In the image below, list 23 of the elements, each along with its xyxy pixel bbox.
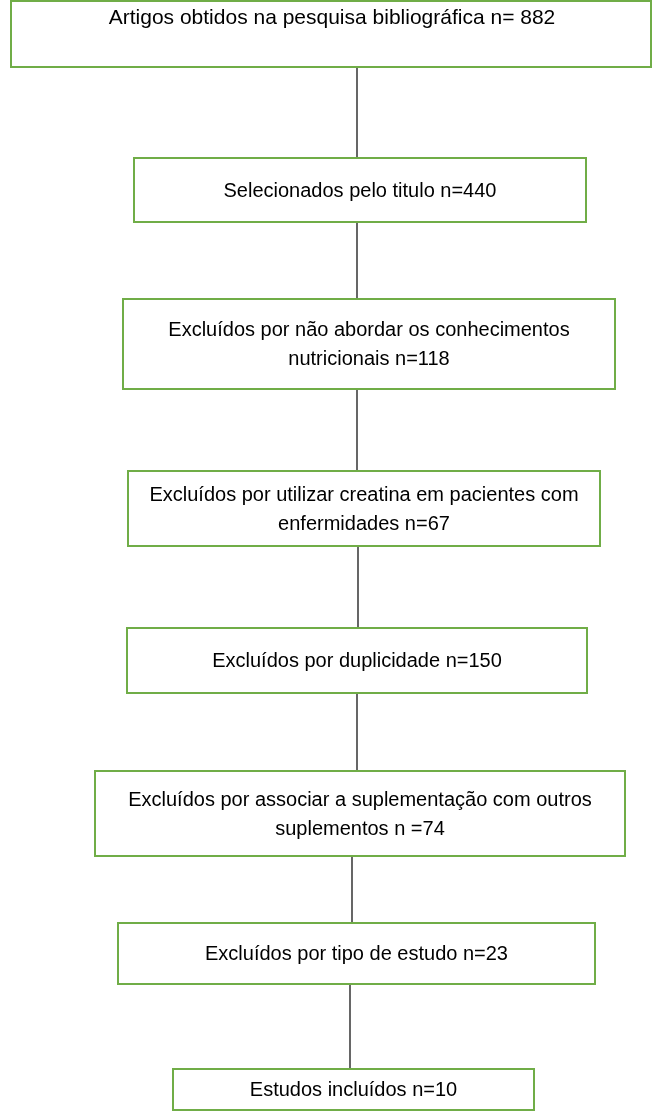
connector-line (357, 546, 359, 628)
connector-line (356, 389, 358, 471)
connector-line (356, 67, 358, 158)
box-text: Excluídos por associar a suplementação com outros suplementos n =74 (127, 786, 593, 841)
process-box (133, 157, 587, 223)
connector-line (356, 222, 358, 299)
process-box (10, 0, 652, 68)
box-text: Excluídos por utilizar creatina em pacientes com enfermidades n=67 (148, 481, 580, 536)
process-box (94, 770, 626, 857)
box-text: Excluídos por não abordar os conhecimentos nutricionais n=118 (167, 317, 571, 371)
box-text: Excluídos por duplicidade n=150 (212, 648, 502, 673)
process-box (122, 298, 616, 390)
process-box (126, 627, 588, 694)
connector-line (351, 856, 353, 923)
process-box (117, 922, 596, 985)
box-text: Estudos incluídos n=10 (249, 1077, 458, 1102)
box-text: Selecionados pelo titulo n=440 (223, 177, 497, 203)
connector-line (356, 693, 358, 771)
box-text: Artigos obtidos na pesquisa bibliográfica n= 882 (108, 4, 556, 30)
process-box (172, 1068, 535, 1111)
connector-line (349, 984, 351, 1069)
box-text: Excluídos por tipo de estudo n=23 (205, 941, 508, 966)
process-box (127, 470, 601, 547)
